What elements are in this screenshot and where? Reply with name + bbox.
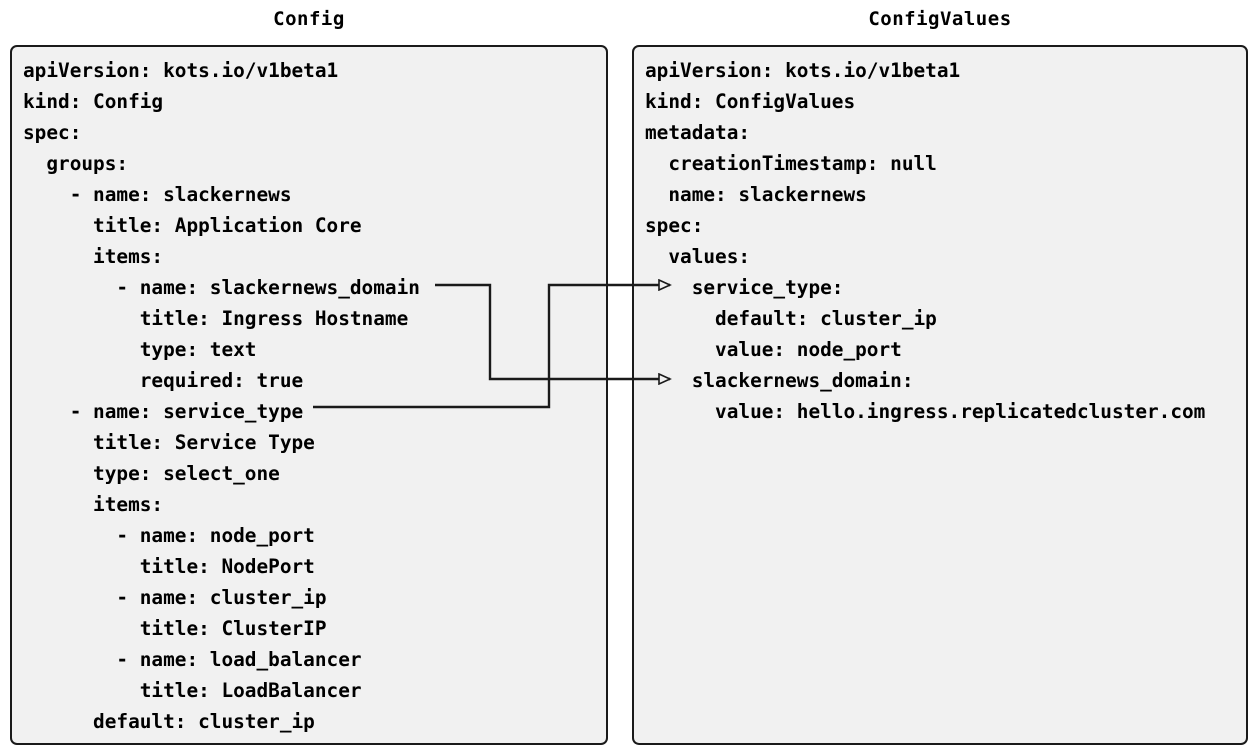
config-values-yaml-line: kind: ConfigValues [645, 90, 856, 113]
config-values-yaml-line: creationTimestamp: null [645, 152, 937, 175]
config-yaml-line: required: true [23, 369, 304, 392]
config-values-yaml-line: name: slackernews [645, 183, 867, 206]
config-yaml-line: - name: slackernews_domain [23, 276, 420, 299]
config-values-yaml-line: metadata: [645, 121, 751, 144]
config-yaml-line: - name: slackernews [23, 183, 292, 206]
config-panel: apiVersion: kots.io/v1beta1 kind: Config s… [10, 45, 608, 745]
config-yaml-line: title: Application Core [23, 214, 362, 237]
config-yaml-line: items: [23, 245, 164, 268]
config-yaml-line: type: select_one [23, 462, 280, 485]
config-values-yaml-line: default: cluster_ip [645, 307, 937, 330]
config-values-yaml-line: values: [645, 245, 751, 268]
config-values-yaml-line: slackernews_domain: [645, 369, 914, 392]
config-yaml-line: - name: service_type [23, 400, 304, 423]
config-values-yaml-line: spec: [645, 214, 704, 237]
config-yaml-line: - name: load_balancer [23, 648, 362, 671]
config-yaml-line: title: Ingress Hostname [23, 307, 409, 330]
config-values-panel: apiVersion: kots.io/v1beta1 kind: ConfigV… [632, 45, 1248, 745]
config-yaml-line: title: LoadBalancer [23, 679, 362, 702]
config-values-yaml-line: value: hello.ingress.replicatedcluster.c… [645, 400, 1206, 423]
config-yaml-line: title: ClusterIP [23, 617, 327, 640]
config-panel-title: Config [273, 8, 345, 30]
config-values-yaml-line: value: node_port [645, 338, 902, 361]
config-values-yaml-code: apiVersion: kots.io/v1beta1 kind: ConfigV… [645, 55, 1246, 427]
config-yaml-line: apiVersion: kots.io/v1beta1 [23, 59, 339, 82]
config-yaml-line: title: Service Type [23, 431, 315, 454]
config-yaml-code: apiVersion: kots.io/v1beta1 kind: Config s… [23, 55, 606, 737]
config-values-yaml-line: apiVersion: kots.io/v1beta1 [645, 59, 961, 82]
config-yaml-line: groups: [23, 152, 129, 175]
config-values-panel-title: ConfigValues [868, 8, 1012, 30]
config-yaml-line: kind: Config [23, 90, 164, 113]
config-yaml-line: type: text [23, 338, 257, 361]
config-yaml-line: default: cluster_ip [23, 710, 315, 733]
config-yaml-line: items: [23, 493, 164, 516]
config-yaml-line: title: NodePort [23, 555, 315, 578]
config-values-yaml-line: service_type: [645, 276, 844, 299]
config-yaml-line: - name: node_port [23, 524, 315, 547]
config-yaml-line: - name: cluster_ip [23, 586, 327, 609]
config-yaml-line: spec: [23, 121, 82, 144]
